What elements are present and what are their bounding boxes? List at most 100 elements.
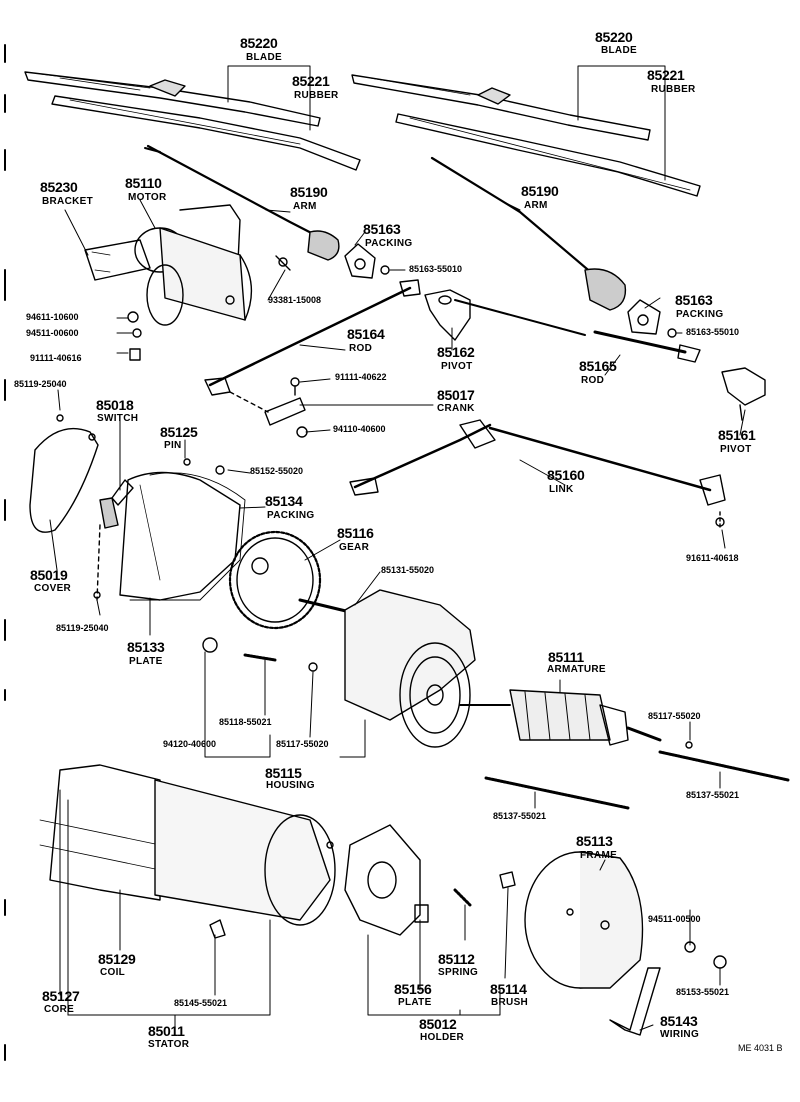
label-85137-55021-left: 85137-55021 — [493, 811, 547, 821]
cover-drawing — [29, 414, 99, 533]
label-85133-name: PLATE — [129, 656, 163, 667]
housing-drawing — [202, 589, 476, 748]
label-85119-25040-bottom: 85119-25040 — [56, 623, 109, 633]
label-94511-00600: 94511-00600 — [26, 328, 79, 338]
label-85164-num: 85164 — [347, 326, 385, 342]
plate-drawing — [119, 471, 241, 601]
packing-left-drawing — [344, 243, 390, 279]
label-85163-right-name: PACKING — [676, 309, 724, 320]
label-85165-num: 85165 — [579, 358, 617, 374]
label-85117-55020-right: 85117-55020 — [648, 711, 701, 721]
left-blade-drawing — [24, 71, 361, 171]
pivot-left-drawing — [424, 289, 586, 341]
label-85018-name: SWITCH — [97, 413, 139, 424]
label-85111-num: 85111 — [548, 649, 584, 665]
right-blade-drawing — [351, 74, 701, 197]
label-94110-40600: 94110-40600 — [333, 424, 386, 434]
label-85161-name: PIVOT — [720, 444, 752, 455]
label-85125-name: PIN — [164, 440, 182, 451]
packing-right-drawing — [627, 299, 677, 338]
label-85115-name: HOUSING — [266, 780, 315, 791]
label-85011-name: STATOR — [148, 1039, 190, 1050]
label-85114-num: 85114 — [490, 981, 527, 997]
pivot-right-drawing — [721, 367, 766, 421]
label-85117-55020-left: 85117-55020 — [276, 739, 329, 749]
label-85220-right-num: 85220 — [595, 29, 633, 45]
switch-drawing — [93, 479, 134, 601]
label-85165-name: ROD — [581, 375, 605, 386]
label-85011-num: 85011 — [148, 1023, 185, 1039]
brush-holder-drawing — [344, 824, 516, 936]
label-85221-left-name: RUBBER — [294, 90, 339, 101]
label-91611-40618: 91611-40618 — [686, 553, 739, 563]
crank-drawing — [229, 377, 308, 438]
label-85137-55021-right: 85137-55021 — [686, 790, 740, 800]
label-85116-num: 85116 — [337, 525, 374, 541]
label-85160-num: 85160 — [547, 467, 585, 483]
label-85115-num: 85115 — [265, 765, 302, 781]
label-85012-name: HOLDER — [420, 1032, 465, 1043]
label-85190-right-num: 85190 — [521, 183, 559, 199]
label-85018-num: 85018 — [96, 397, 134, 413]
label-85113-name: FRAME — [580, 850, 618, 861]
label-85156-name: PLATE — [398, 997, 432, 1008]
label-85220-left-name: BLADE — [246, 52, 282, 63]
motor-small-parts-drawing — [127, 255, 291, 361]
label-85119-25040-top: 85119-25040 — [14, 379, 67, 389]
label-85190-left-name: ARM — [293, 201, 317, 212]
label-85133-num: 85133 — [127, 639, 165, 655]
label-85162-num: 85162 — [437, 344, 475, 360]
label-85134-name: PACKING — [267, 510, 315, 521]
label-85017-name: CRANK — [437, 403, 475, 414]
label-85019-num: 85019 — [30, 567, 68, 583]
label-85134-num: 85134 — [265, 493, 303, 509]
label-94120-40600: 94120-40600 — [163, 739, 217, 749]
label-85131-55020: 85131-55020 — [381, 565, 435, 575]
label-85111-name: ARMATURE — [547, 664, 606, 675]
left-arm-drawing — [144, 144, 340, 261]
link-drawing — [349, 419, 726, 531]
label-85127-name: CORE — [44, 1004, 75, 1015]
label-85112-name: SPRING — [438, 967, 479, 978]
label-85221-right-num: 85221 — [647, 67, 685, 83]
label-85163-left-num: 85163 — [363, 221, 401, 237]
label-94511-00500: 94511-00500 — [648, 914, 701, 924]
label-85012-num: 85012 — [419, 1016, 457, 1032]
label-85221-right-name: RUBBER — [651, 84, 696, 95]
label-85114-name: BRUSH — [491, 997, 529, 1008]
label-85129-num: 85129 — [98, 951, 136, 967]
callout-leaders — [49, 65, 746, 1031]
right-arm-drawing — [430, 156, 627, 311]
label-85153-55021: 85153-55021 — [676, 987, 730, 997]
label-85116-name: GEAR — [339, 542, 370, 553]
armature-drawing — [459, 689, 693, 749]
label-85220-left-num: 85220 — [240, 35, 278, 51]
label-85125-num: 85125 — [160, 424, 198, 440]
label-85220-right-name: BLADE — [601, 45, 637, 56]
label-85156-num: 85156 — [394, 981, 432, 997]
label-85110-name: MOTOR — [128, 192, 167, 203]
label-85152-55020: 85152-55020 — [250, 466, 304, 476]
wiring-drawing — [609, 967, 661, 1036]
label-85190-left-num: 85190 — [290, 184, 328, 200]
label-91111-40622: 91111-40622 — [335, 372, 387, 382]
label-85019-name: COVER — [34, 583, 72, 594]
label-85164-name: ROD — [349, 343, 373, 354]
label-85143-num: 85143 — [660, 1013, 698, 1029]
label-85221-left-num: 85221 — [292, 73, 330, 89]
label-85163-55010-left: 85163-55010 — [409, 264, 463, 274]
label-85163-55010-right: 85163-55010 — [686, 327, 740, 337]
label-85161-num: 85161 — [718, 427, 756, 443]
diagram-code: ME 4031 B — [738, 1043, 783, 1053]
motor-drawing — [84, 204, 253, 326]
label-85110-num: 85110 — [125, 175, 162, 191]
label-85145-55021: 85145-55021 — [174, 998, 228, 1008]
label-85113-num: 85113 — [576, 833, 613, 849]
label-85163-right-num: 85163 — [675, 292, 713, 308]
packing-mid-drawing — [129, 472, 246, 601]
label-93381-15008: 93381-15008 — [268, 295, 322, 305]
label-85127-num: 85127 — [42, 988, 80, 1004]
label-85017-num: 85017 — [437, 387, 475, 403]
